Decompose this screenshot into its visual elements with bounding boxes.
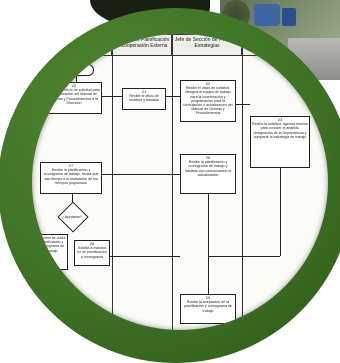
connector-line [72, 194, 73, 206]
lane-divider [172, 56, 173, 330]
connector-line [208, 256, 280, 257]
flowchart-disc: Gerente de Planificación y Cooperación E… [32, 34, 328, 330]
column-header-next [242, 34, 328, 56]
connector-line [110, 256, 180, 257]
connector-line [102, 174, 180, 175]
connector-line [76, 74, 77, 82]
lane-divider [112, 56, 113, 330]
connector-line [236, 104, 250, 105]
flowchart: Gerente de Planificación y Cooperación E… [32, 34, 328, 330]
blue-bin-shape-small [282, 8, 296, 26]
column-header-blank [32, 34, 112, 56]
connector-line [280, 168, 281, 256]
step-inform-box: Informe se cuida planificación y cronogr… [36, 234, 68, 270]
connector-line [208, 194, 209, 294]
lane-divider [242, 56, 243, 330]
column-header-jefe: Jefe de Sección de Política y Estrategia… [172, 34, 242, 56]
connector-line [166, 96, 180, 97]
column-header-gerente: Gerente de Planificación y Cooperación E… [112, 34, 172, 56]
connector-line [102, 96, 122, 97]
decision-label: ¿Aprueba? [62, 214, 82, 219]
blue-bin-shape [254, 4, 280, 26]
start-oval [62, 64, 94, 76]
